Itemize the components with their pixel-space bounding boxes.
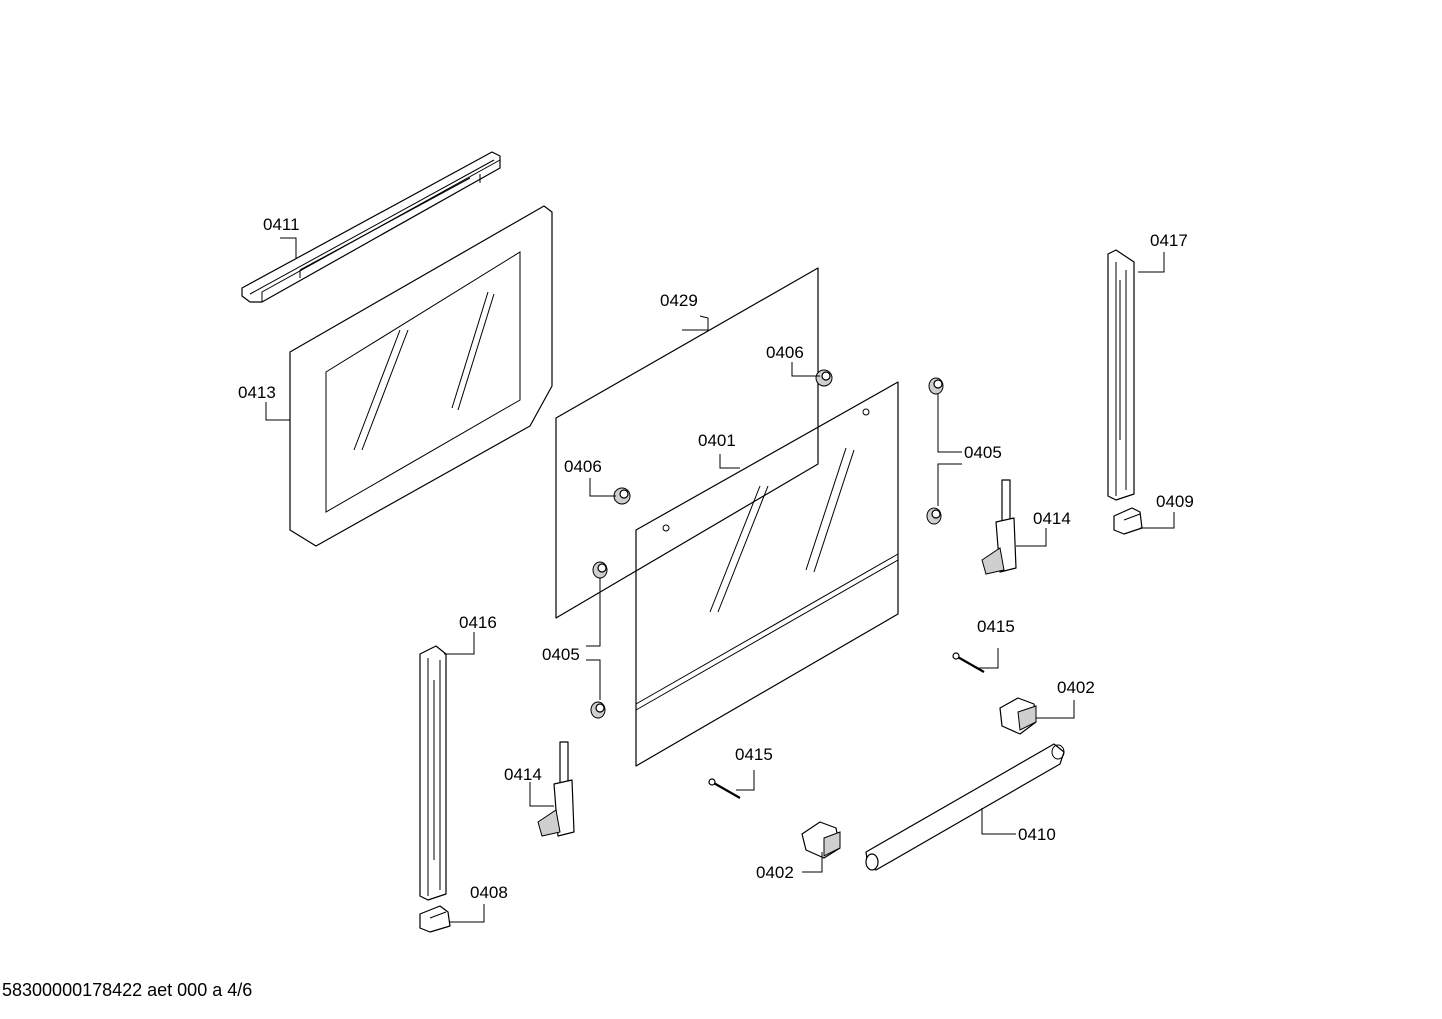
part-0408-hinge-clip-left[interactable] — [419, 905, 451, 933]
label-0415-left: 0415 — [735, 745, 773, 764]
document-reference: 58300000178422 aet 000 a 4/6 — [2, 980, 253, 1000]
label-0401: 0401 — [698, 431, 736, 450]
leader-0406-lower — [589, 478, 616, 497]
leader-0410 — [981, 808, 1016, 835]
label-0414-left: 0414 — [504, 765, 542, 784]
leader-0411 — [280, 237, 297, 258]
label-0415-right: 0415 — [977, 617, 1015, 636]
part-0429-inner-glass[interactable] — [555, 267, 819, 619]
leader-0409 — [1140, 512, 1175, 529]
leader-0402-right — [1036, 700, 1075, 719]
label-0405-left: 0405 — [542, 645, 580, 664]
leader-0401 — [719, 454, 740, 469]
leader-0414-right — [1016, 528, 1047, 547]
part-0409-hinge-clip-right[interactable] — [1113, 507, 1143, 535]
part-0414-hinge-left[interactable] — [537, 741, 575, 837]
label-0409: 0409 — [1156, 492, 1194, 511]
part-0405-spacer-right-top[interactable] — [928, 377, 944, 395]
part-0415-screw-right[interactable] — [952, 652, 985, 673]
label-0402-left: 0402 — [756, 863, 794, 882]
part-0414-hinge-right[interactable] — [981, 479, 1017, 575]
part-0413-outer-door-panel[interactable] — [289, 205, 553, 547]
leader-0429 — [682, 315, 709, 331]
part-0410-handle-bar[interactable] — [865, 743, 1065, 871]
label-0417: 0417 — [1150, 231, 1188, 250]
part-0417-hinge-rail-right[interactable] — [1107, 249, 1135, 501]
part-0401-inner-door[interactable] — [635, 381, 899, 767]
part-0406-spacer-upper[interactable] — [815, 369, 833, 387]
label-0414-right: 0414 — [1033, 509, 1071, 528]
label-0408: 0408 — [470, 883, 508, 902]
part-0405-spacer-left-top[interactable] — [592, 561, 608, 579]
part-0402-end-cap-left[interactable] — [801, 821, 841, 859]
leader-0408 — [450, 904, 485, 923]
leader-0417 — [1138, 252, 1165, 273]
part-0405-spacer-left-bottom[interactable] — [590, 701, 606, 719]
part-0402-end-cap-right[interactable] — [999, 697, 1037, 735]
label-0410: 0410 — [1018, 825, 1056, 844]
part-0416-hinge-rail-left[interactable] — [419, 645, 447, 901]
part-0415-screw-left[interactable] — [708, 778, 741, 799]
leader-0415-right — [976, 648, 999, 669]
leader-0415-left — [736, 770, 755, 791]
label-0406-upper: 0406 — [766, 343, 804, 362]
leader-0402-left — [802, 852, 823, 873]
part-0405-spacer-right-bottom[interactable] — [926, 507, 942, 525]
label-0411: 0411 — [263, 215, 300, 234]
label-0429: 0429 — [660, 291, 698, 310]
label-0406-lower: 0406 — [564, 457, 602, 476]
leader-0413 — [265, 402, 290, 421]
label-0405-right: 0405 — [964, 443, 1002, 462]
part-0411-door-strip[interactable] — [241, 151, 501, 303]
part-0406-spacer-lower[interactable] — [613, 487, 631, 505]
leader-0405-right-a — [937, 394, 962, 453]
leader-0414-left — [529, 782, 554, 807]
leader-0416 — [444, 632, 475, 655]
label-0402-right: 0402 — [1057, 678, 1095, 697]
leader-0405-left-b — [586, 659, 601, 700]
leader-0405-left-a — [586, 578, 601, 647]
leader-0406-upper — [791, 362, 820, 377]
leader-0405-right-b — [937, 463, 962, 506]
label-0416: 0416 — [459, 613, 497, 632]
label-0413: 0413 — [238, 383, 276, 402]
